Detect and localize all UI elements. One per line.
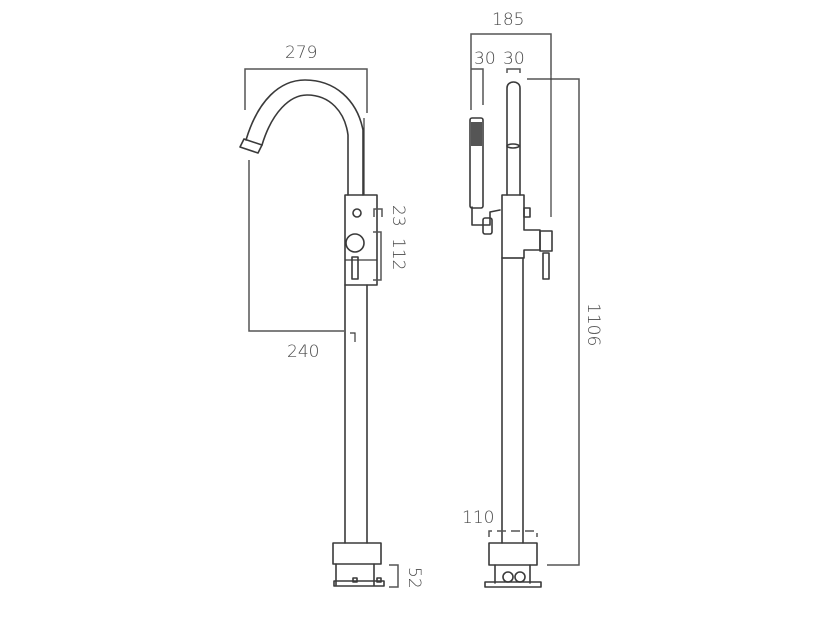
dim-52-bracket <box>389 564 399 588</box>
base-shroud <box>332 542 382 565</box>
front-view: 279 240 23 112 52 <box>239 43 424 589</box>
mixer-body <box>344 194 378 286</box>
floor-plate <box>333 580 385 587</box>
dim-30-spout-bracket <box>506 68 521 73</box>
lever-handle <box>351 256 359 280</box>
dim-23-bracket <box>373 208 383 217</box>
dim-279-bracket <box>244 68 368 113</box>
side-lever-knob <box>539 230 553 252</box>
dim-1106-bracket <box>527 78 580 566</box>
inlet-left <box>502 571 514 583</box>
spout-outer <box>245 79 364 196</box>
dim-185-label: 185 <box>492 10 524 30</box>
lever-knob <box>345 233 365 253</box>
dim-112-bracket <box>373 231 382 281</box>
shower-spray-face <box>471 122 482 146</box>
dim-185-bracket <box>470 33 552 110</box>
dim-23-label: 23 <box>388 205 408 227</box>
dim-1106-label: 1106 <box>583 303 603 346</box>
hand-shower <box>469 117 484 209</box>
inlet-right <box>514 571 526 583</box>
side-lever-handle <box>542 252 550 280</box>
dim-30-handset-bracket <box>471 68 484 105</box>
side-spout <box>506 81 521 196</box>
side-view: 185 30 30 1106 110 <box>462 10 603 588</box>
spout-inner <box>261 94 349 196</box>
dim-240-label: 240 <box>287 342 319 362</box>
diverter-button <box>352 208 362 218</box>
dim-110-label: 110 <box>462 508 494 528</box>
side-base-shroud <box>488 542 538 566</box>
dim-279-label: 279 <box>285 43 317 63</box>
dim-112-label: 112 <box>388 238 408 270</box>
dim-240-bracket <box>248 160 344 332</box>
dim-52-label: 52 <box>404 567 424 589</box>
dim-30-handset-label: 30 <box>474 49 496 69</box>
spout-outlet <box>239 138 263 154</box>
dim-30-spout-label: 30 <box>503 49 525 69</box>
dim-110-bracket <box>488 530 538 537</box>
side-floor-plate <box>484 581 542 588</box>
side-mixer-body <box>501 194 541 259</box>
